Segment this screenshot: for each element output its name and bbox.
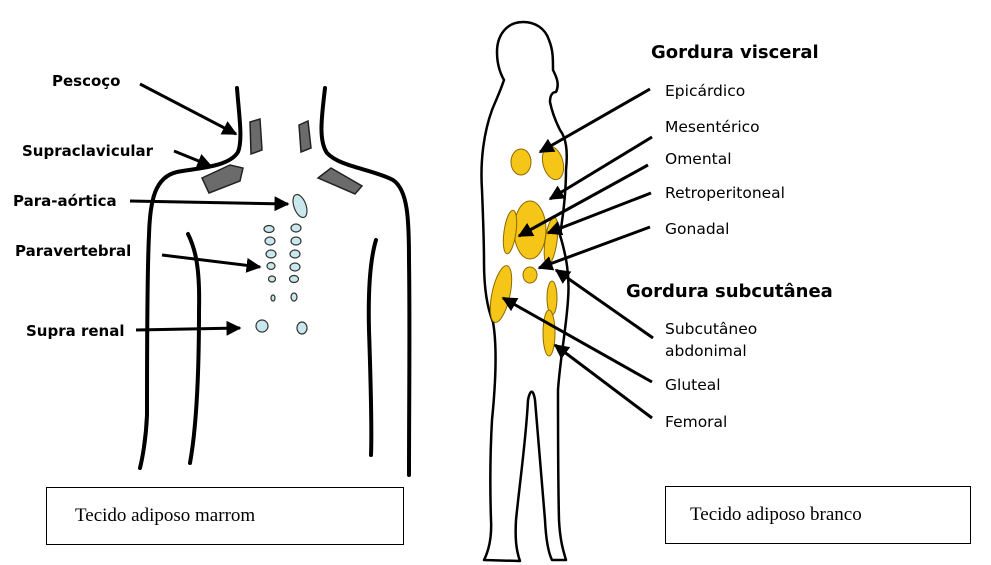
gonadal-fat [523,267,537,283]
left-supraclavicular-depot [202,165,243,193]
left-inner-arm-line [188,234,199,463]
gluteal-fat [486,264,516,324]
paravertebral-node [264,226,274,233]
label-subcutaneous-line2: abdonimal [665,342,747,360]
paravertebral-node [265,237,275,245]
white-fat-depots [486,144,567,356]
paravertebral-node [291,237,301,245]
label-subcutaneous-line1: Subcutâneo [665,320,757,338]
paravertebral-node [290,263,300,271]
left-neck-shoulder-line [140,88,240,468]
label-supraclavicular: Supraclavicular [22,142,154,160]
suprarenal-depot [256,320,268,332]
paravertebral-node [271,295,275,301]
label-femoral: Femoral [665,413,727,431]
paravertebral-node [266,250,276,258]
heading-visceral: Gordura visceral [651,42,819,63]
label-paravertebral: Paravertebral [15,242,131,260]
white-labels: Gordura visceral Epicárdico Mesentérico … [626,42,833,431]
brown-light-depots [256,193,310,334]
arrow-suprarenal [136,328,240,330]
label-gluteal: Gluteal [665,376,721,394]
paravertebral-node [290,276,299,283]
label-omental: Omental [665,150,732,168]
right-supraclavicular-depot [318,168,362,194]
paravertebral-node [290,250,300,258]
femoral-fat [543,310,555,356]
label-retroperitoneal: Retroperitoneal [665,184,785,202]
arrow-supraclavicular [174,151,211,166]
heading-subcutaneous: Gordura subcutânea [626,281,833,302]
caption-white-adipose: Tecido adiposo branco [665,486,971,544]
label-neck: Pescoço [52,72,121,90]
paravertebral-node [291,224,301,232]
paravertebral-node [291,293,297,301]
caption-brown-adipose: Tecido adiposo marrom [46,487,404,545]
arrow-gluteal [503,298,652,382]
right-inner-arm-line [369,240,376,455]
label-paraaortic: Para-aórtica [13,192,117,210]
epicardial-fat [511,149,531,175]
paravertebral-node [267,263,275,270]
arrow-paravertebral [162,255,260,267]
label-epicardial: Epicárdico [665,82,745,100]
arrow-neck [140,84,236,134]
label-gonadal: Gonadal [665,220,729,238]
right-neck-depot [299,121,311,152]
suprarenal-depot [297,322,307,334]
right-neck-shoulder-line [321,88,409,475]
left-neck-depot [250,119,262,154]
brown-labels: Pescoço Supraclavicular Para-aórtica Par… [13,72,154,340]
label-suprarenal: Supra renal [26,322,124,340]
paravertebral-node [269,276,276,282]
brown-arrows [130,84,288,330]
omental-fat [501,209,519,254]
label-mesenteric: Mesentérico [665,118,760,136]
paraaortic-depot [290,193,309,220]
